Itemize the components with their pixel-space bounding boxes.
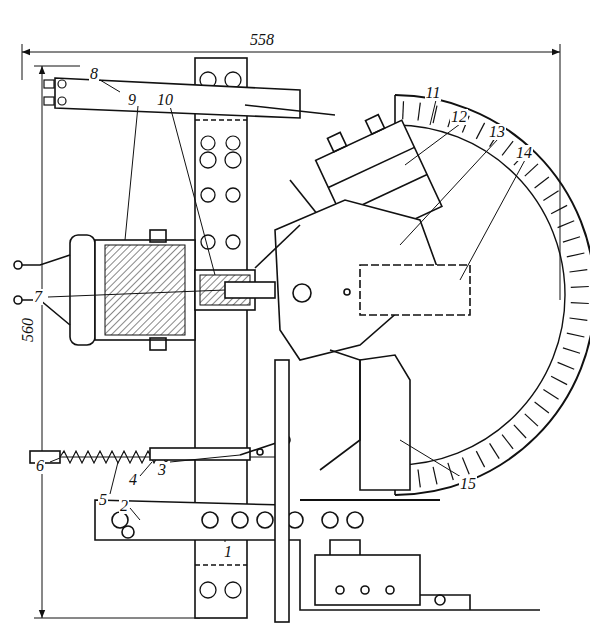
chute-slot [543,390,558,400]
chute-slot [402,101,404,119]
dimension-label: 560 [20,317,36,343]
chute-slot [418,103,420,121]
callout-number: 3 [157,462,167,478]
chute-slot [570,270,588,272]
chute-slot [525,164,538,176]
callout-number: 8 [89,66,99,82]
callout-number: 7 [33,289,43,305]
chute-slot [502,435,513,449]
dimension-label: 558 [249,32,275,48]
chute-slot [558,221,575,228]
chute-slot [563,237,580,242]
callout-number: 11 [425,85,442,101]
chute-slot [476,451,484,467]
callout-number: 10 [156,92,174,108]
callout-number: 9 [127,92,137,108]
callout-number: 14 [515,145,533,161]
chute-slot [571,286,589,288]
callout-number: 13 [488,124,506,140]
chute-slot [551,205,567,213]
chute-slot [535,177,549,188]
chute-slot [418,470,420,488]
callout-number: 5 [98,492,108,508]
callout-number: 1 [223,544,233,560]
callout-number: 6 [35,458,45,474]
chute-slot [476,123,484,139]
chute-slot [571,302,589,304]
chute-slot [543,191,558,201]
chute-slot [551,376,567,384]
chute-slot [433,467,437,485]
chute-slot [502,141,513,155]
callout-number: 2 [119,498,129,514]
chute-slot [558,362,575,369]
chute-slot [567,333,585,337]
chute-slot [514,425,526,438]
chute-slot [462,458,469,475]
callout-number: 12 [450,109,468,125]
chute-slot [490,443,500,458]
chute-slot [563,348,580,353]
callout-number: 15 [459,476,477,492]
chute-slot [570,318,588,320]
callout-number: 4 [128,472,138,488]
chute-slot [525,414,538,426]
chute-slot [567,253,585,257]
chute-slot [535,402,549,413]
